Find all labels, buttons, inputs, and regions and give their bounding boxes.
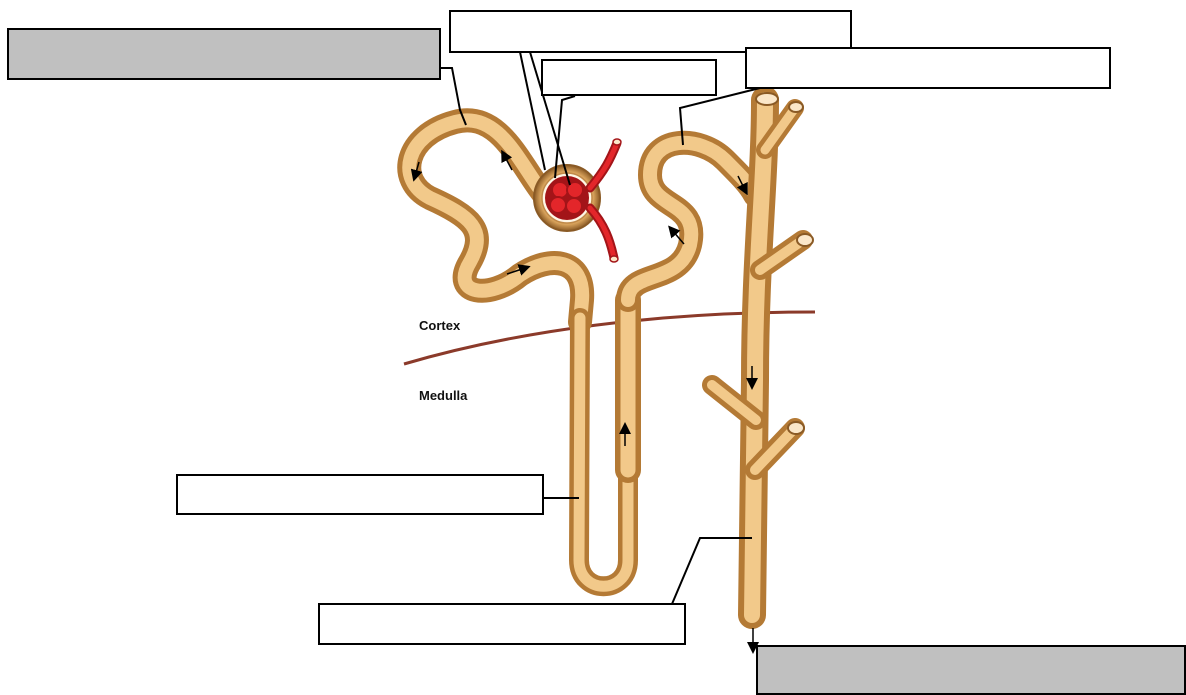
distal-convoluted-tubule — [628, 143, 755, 300]
label-box-bottom-right[interactable] — [756, 645, 1186, 695]
label-box-collecting-duct[interactable] — [318, 603, 686, 645]
label-box-glomerulus[interactable] — [541, 59, 717, 96]
medulla-label: Medulla — [419, 388, 467, 403]
label-box-loop-of-henle[interactable] — [176, 474, 544, 515]
glomerulus — [545, 176, 589, 220]
label-box-text — [320, 605, 684, 613]
label-box-text — [543, 61, 715, 69]
loop-of-henle — [579, 300, 628, 586]
label-box-text — [451, 12, 850, 20]
label-box-top-left[interactable] — [7, 28, 441, 80]
label-box-top-right[interactable] — [745, 47, 1111, 89]
label-box-text — [747, 49, 1109, 57]
cortex-label: Cortex — [419, 318, 460, 333]
label-box-text — [178, 476, 542, 484]
label-box-text — [758, 647, 1184, 655]
label-box-text — [9, 30, 439, 38]
